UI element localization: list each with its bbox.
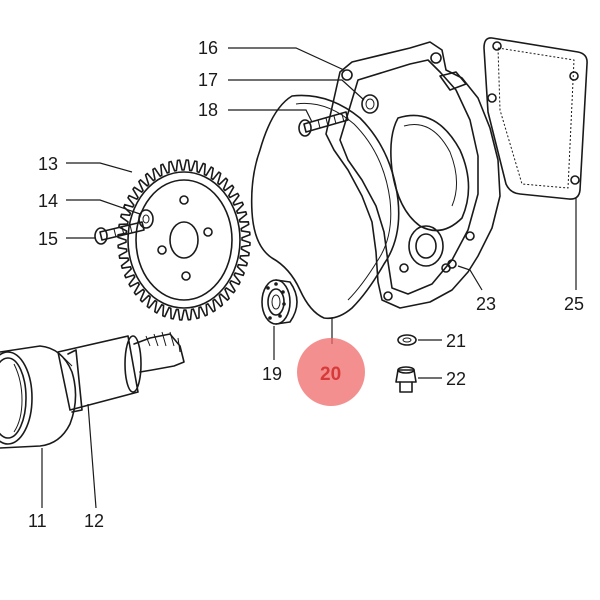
callout-19[interactable]: 19 — [262, 364, 282, 384]
leader-lines — [41, 47, 577, 509]
screw-part-15 — [94, 221, 145, 245]
highlight-circle-20 — [297, 338, 365, 406]
callout-11[interactable]: 11 — [28, 511, 47, 531]
callout-13[interactable]: 13 — [38, 154, 58, 174]
callout-17[interactable]: 17 — [198, 70, 218, 90]
callout-25[interactable]: 25 — [564, 294, 584, 314]
callout-14[interactable]: 14 — [38, 191, 58, 211]
washer-part-21 — [397, 334, 417, 346]
spacer-part-14 — [138, 209, 154, 229]
callout-21[interactable]: 21 — [446, 331, 466, 351]
leader-17 — [228, 79, 365, 101]
stud-part-23 — [447, 259, 457, 269]
callout-18[interactable]: 18 — [198, 100, 218, 120]
cylinder-housing-part-11 — [0, 345, 77, 449]
callout-labels: 16 17 18 13 14 15 19 20 21 22 23 25 11 1… — [28, 38, 584, 531]
callout-12[interactable]: 12 — [84, 511, 104, 531]
ball-bearing-part-19 — [261, 279, 298, 325]
housing-cover-part-16 — [325, 41, 501, 309]
callout-22[interactable]: 22 — [446, 369, 466, 389]
callout-23[interactable]: 23 — [476, 294, 496, 314]
seal-ring-part-17 — [361, 94, 379, 114]
bolt-part-22 — [395, 366, 417, 393]
leader-18 — [228, 109, 313, 123]
screw-part-18 — [298, 111, 349, 137]
leader-16 — [228, 47, 345, 71]
leader-12 — [87, 403, 97, 509]
leader-13 — [66, 162, 133, 173]
leader-23 — [457, 265, 483, 291]
gasket-plate-part-25 — [483, 37, 588, 200]
leader-14 — [66, 199, 141, 215]
callout-16[interactable]: 16 — [198, 38, 218, 58]
spur-gear-part-13 — [117, 159, 251, 321]
gasket-loop-part-20 — [250, 94, 400, 320]
callout-15[interactable]: 15 — [38, 229, 58, 249]
pinion-shaft-part-12 — [57, 331, 185, 413]
callout-20[interactable]: 20 — [320, 364, 341, 385]
